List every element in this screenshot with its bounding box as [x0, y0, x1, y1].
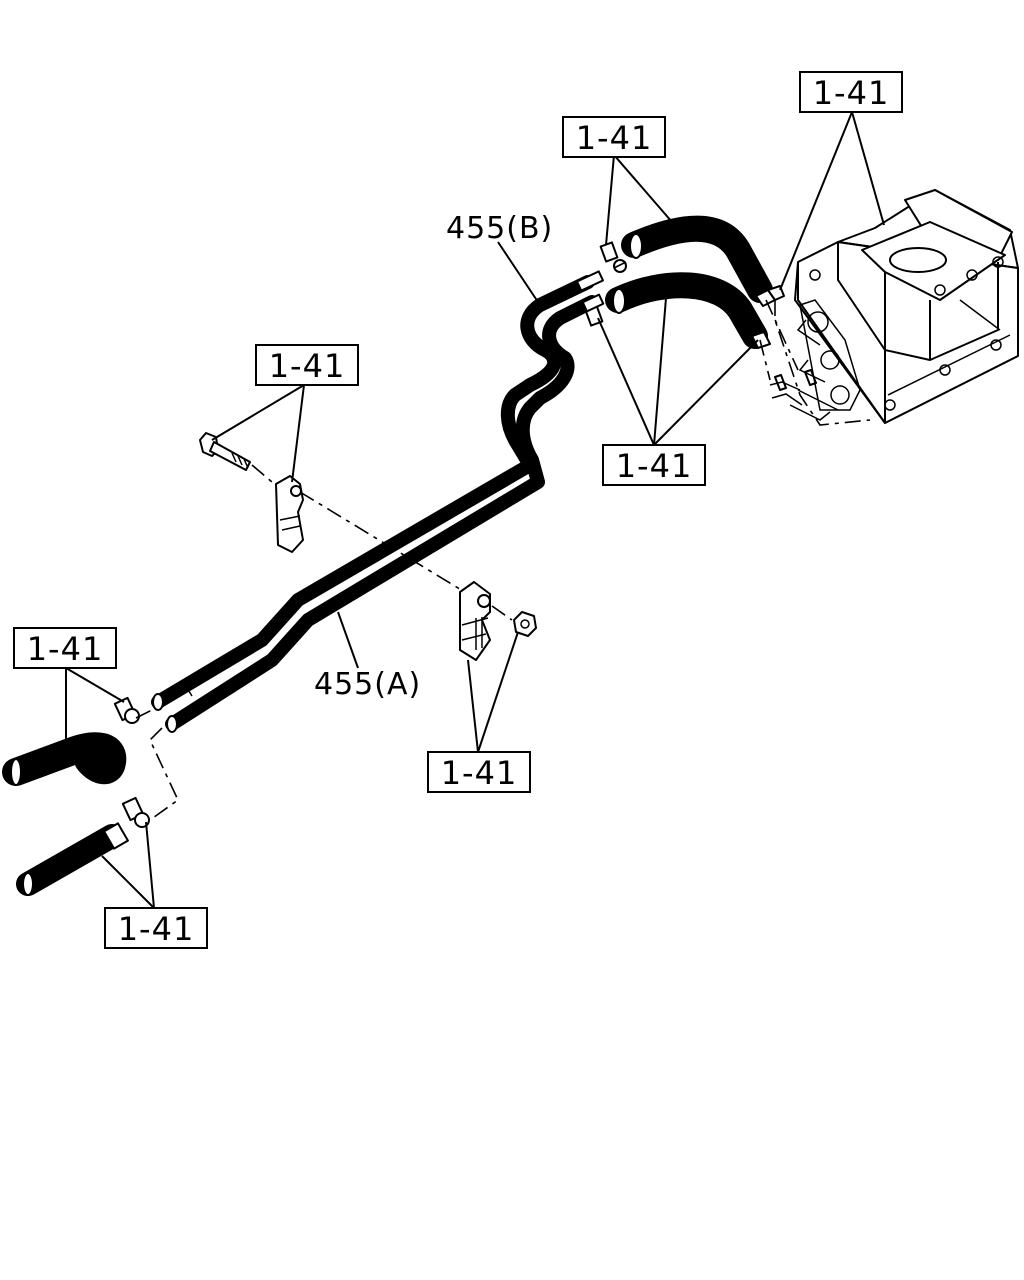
ref-box-right-hoses[interactable]: 1-41: [602, 444, 706, 486]
hose-clamp-upper: [599, 241, 627, 273]
ref-box-center-clamp[interactable]: 1-41: [427, 751, 531, 793]
bolt: [199, 432, 251, 471]
pipe-upper: [151, 275, 595, 711]
hose-clamp-lower-left-2: [121, 796, 150, 828]
part-label-455a: 455(A): [314, 667, 421, 702]
ref-box-bottom-left[interactable]: 1-41: [104, 907, 208, 949]
lower-hose-straight: [16, 822, 129, 896]
upper-hose-1: [621, 215, 773, 303]
ref-label: 1-41: [813, 74, 890, 112]
ref-box-top-middle[interactable]: 1-41: [562, 116, 666, 158]
ref-label: 1-41: [269, 347, 346, 385]
ref-label: 1-41: [616, 447, 693, 485]
ref-box-top-right[interactable]: 1-41: [799, 71, 903, 113]
clip-bracket-center: [459, 581, 491, 661]
ref-label: 1-41: [118, 910, 195, 948]
leader-lines: [65, 111, 885, 909]
upper-hose-2: [605, 272, 768, 349]
ref-label: 1-41: [576, 119, 653, 157]
heater-unit: [769, 189, 1019, 426]
ref-label: 1-41: [441, 754, 518, 792]
nut: [513, 611, 537, 637]
hose-clamp-lower-left-1: [113, 696, 140, 724]
hose-clip-lower-right: [751, 331, 771, 349]
ref-label: 1-41: [27, 630, 104, 668]
part-label-455b: 455(B): [446, 211, 553, 246]
lower-hose-bent: [2, 732, 127, 786]
clip-bracket-left: [275, 475, 304, 553]
ref-box-left-clamp[interactable]: 1-41: [255, 344, 359, 386]
ref-box-left-hose[interactable]: 1-41: [13, 627, 117, 669]
pipe-lower: [165, 295, 599, 733]
